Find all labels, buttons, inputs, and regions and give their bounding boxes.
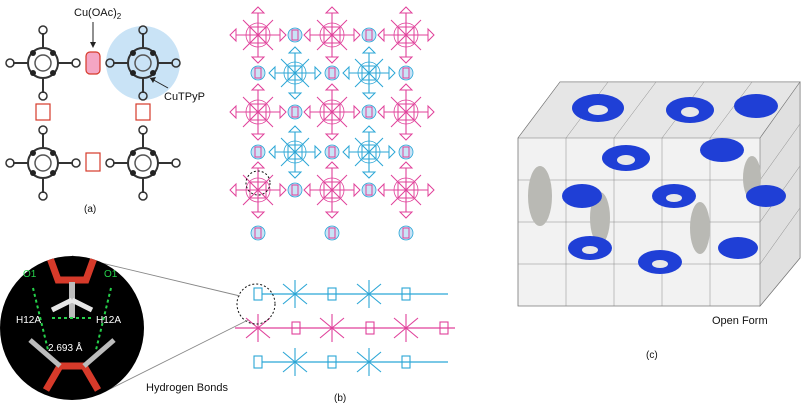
molecule-bottom-right (105, 125, 181, 201)
magenta-unit (377, 83, 435, 141)
node (361, 182, 377, 198)
gray-channels (528, 156, 761, 254)
callout-arrowhead-right (150, 77, 156, 83)
node (398, 65, 414, 81)
callout-arrowhead-top (90, 42, 96, 48)
magenta-unit (377, 161, 435, 219)
node (361, 104, 377, 120)
distance-label: 2.693 Å (48, 341, 83, 354)
panel-b-grid (229, 6, 435, 241)
magenta-unit (229, 83, 287, 141)
hydrogen-bond-inset: O1 O1 H12A H12A 2.693 Å (0, 256, 144, 400)
connector-line-bottom (99, 319, 249, 395)
cyan-unit (342, 46, 396, 100)
node (287, 27, 303, 43)
panel-a: Cu(OAc)2 CuTPyP (a) (5, 7, 205, 215)
node (361, 27, 377, 43)
node (250, 65, 266, 81)
molecule-top-left (5, 25, 81, 101)
panel-c-label: (c) (646, 350, 658, 361)
top-ligand (46, 256, 98, 284)
cyan-unit (268, 46, 322, 100)
cutpyp-highlight (106, 26, 180, 100)
cu-acetate-node-left (35, 103, 51, 121)
node (287, 104, 303, 120)
inset-background (0, 256, 144, 400)
node (324, 225, 340, 241)
panel-c: Open Form (c) (517, 81, 801, 361)
magenta-unit (229, 161, 287, 219)
cyan-unit (268, 125, 322, 179)
h12a-right-label: H12A (96, 315, 121, 326)
open-form-label: Open Form (712, 315, 768, 327)
cu-oac-label: Cu(OAc)2 (74, 7, 122, 21)
highlight-circle-grid (245, 170, 271, 196)
magenta-unit (377, 6, 435, 64)
magenta-unit (303, 83, 361, 141)
molecule-bottom-left (5, 125, 81, 201)
panel-a-label: (a) (84, 204, 96, 215)
h-bond-left (32, 287, 49, 351)
highlight-circle-sideview (236, 283, 276, 325)
magenta-unit (303, 6, 361, 64)
pore-holes (582, 105, 699, 268)
cu-acetate-node-right (135, 103, 151, 121)
cu-acetate-node-bottom (85, 152, 101, 172)
node (250, 144, 266, 160)
h-bond-right (95, 287, 112, 351)
magenta-unit (229, 6, 287, 64)
cutpyp-label: CuTPyP (164, 91, 205, 103)
node (324, 65, 340, 81)
node (250, 225, 266, 241)
node (287, 182, 303, 198)
hydrogen-bonds-label: Hydrogen Bonds (146, 382, 228, 394)
node (324, 144, 340, 160)
node (398, 144, 414, 160)
panel-b-sideview: (b) (235, 280, 455, 404)
node (398, 225, 414, 241)
cyan-unit (342, 125, 396, 179)
o1-left-label: O1 (23, 269, 37, 280)
magenta-unit (303, 161, 361, 219)
cu-acetate-node-top (85, 51, 101, 75)
panel-b-label: (b) (334, 393, 346, 404)
o1-right-label: O1 (104, 269, 118, 280)
h12a-left-label: H12A (16, 315, 41, 326)
bottom-ligand (42, 362, 102, 392)
